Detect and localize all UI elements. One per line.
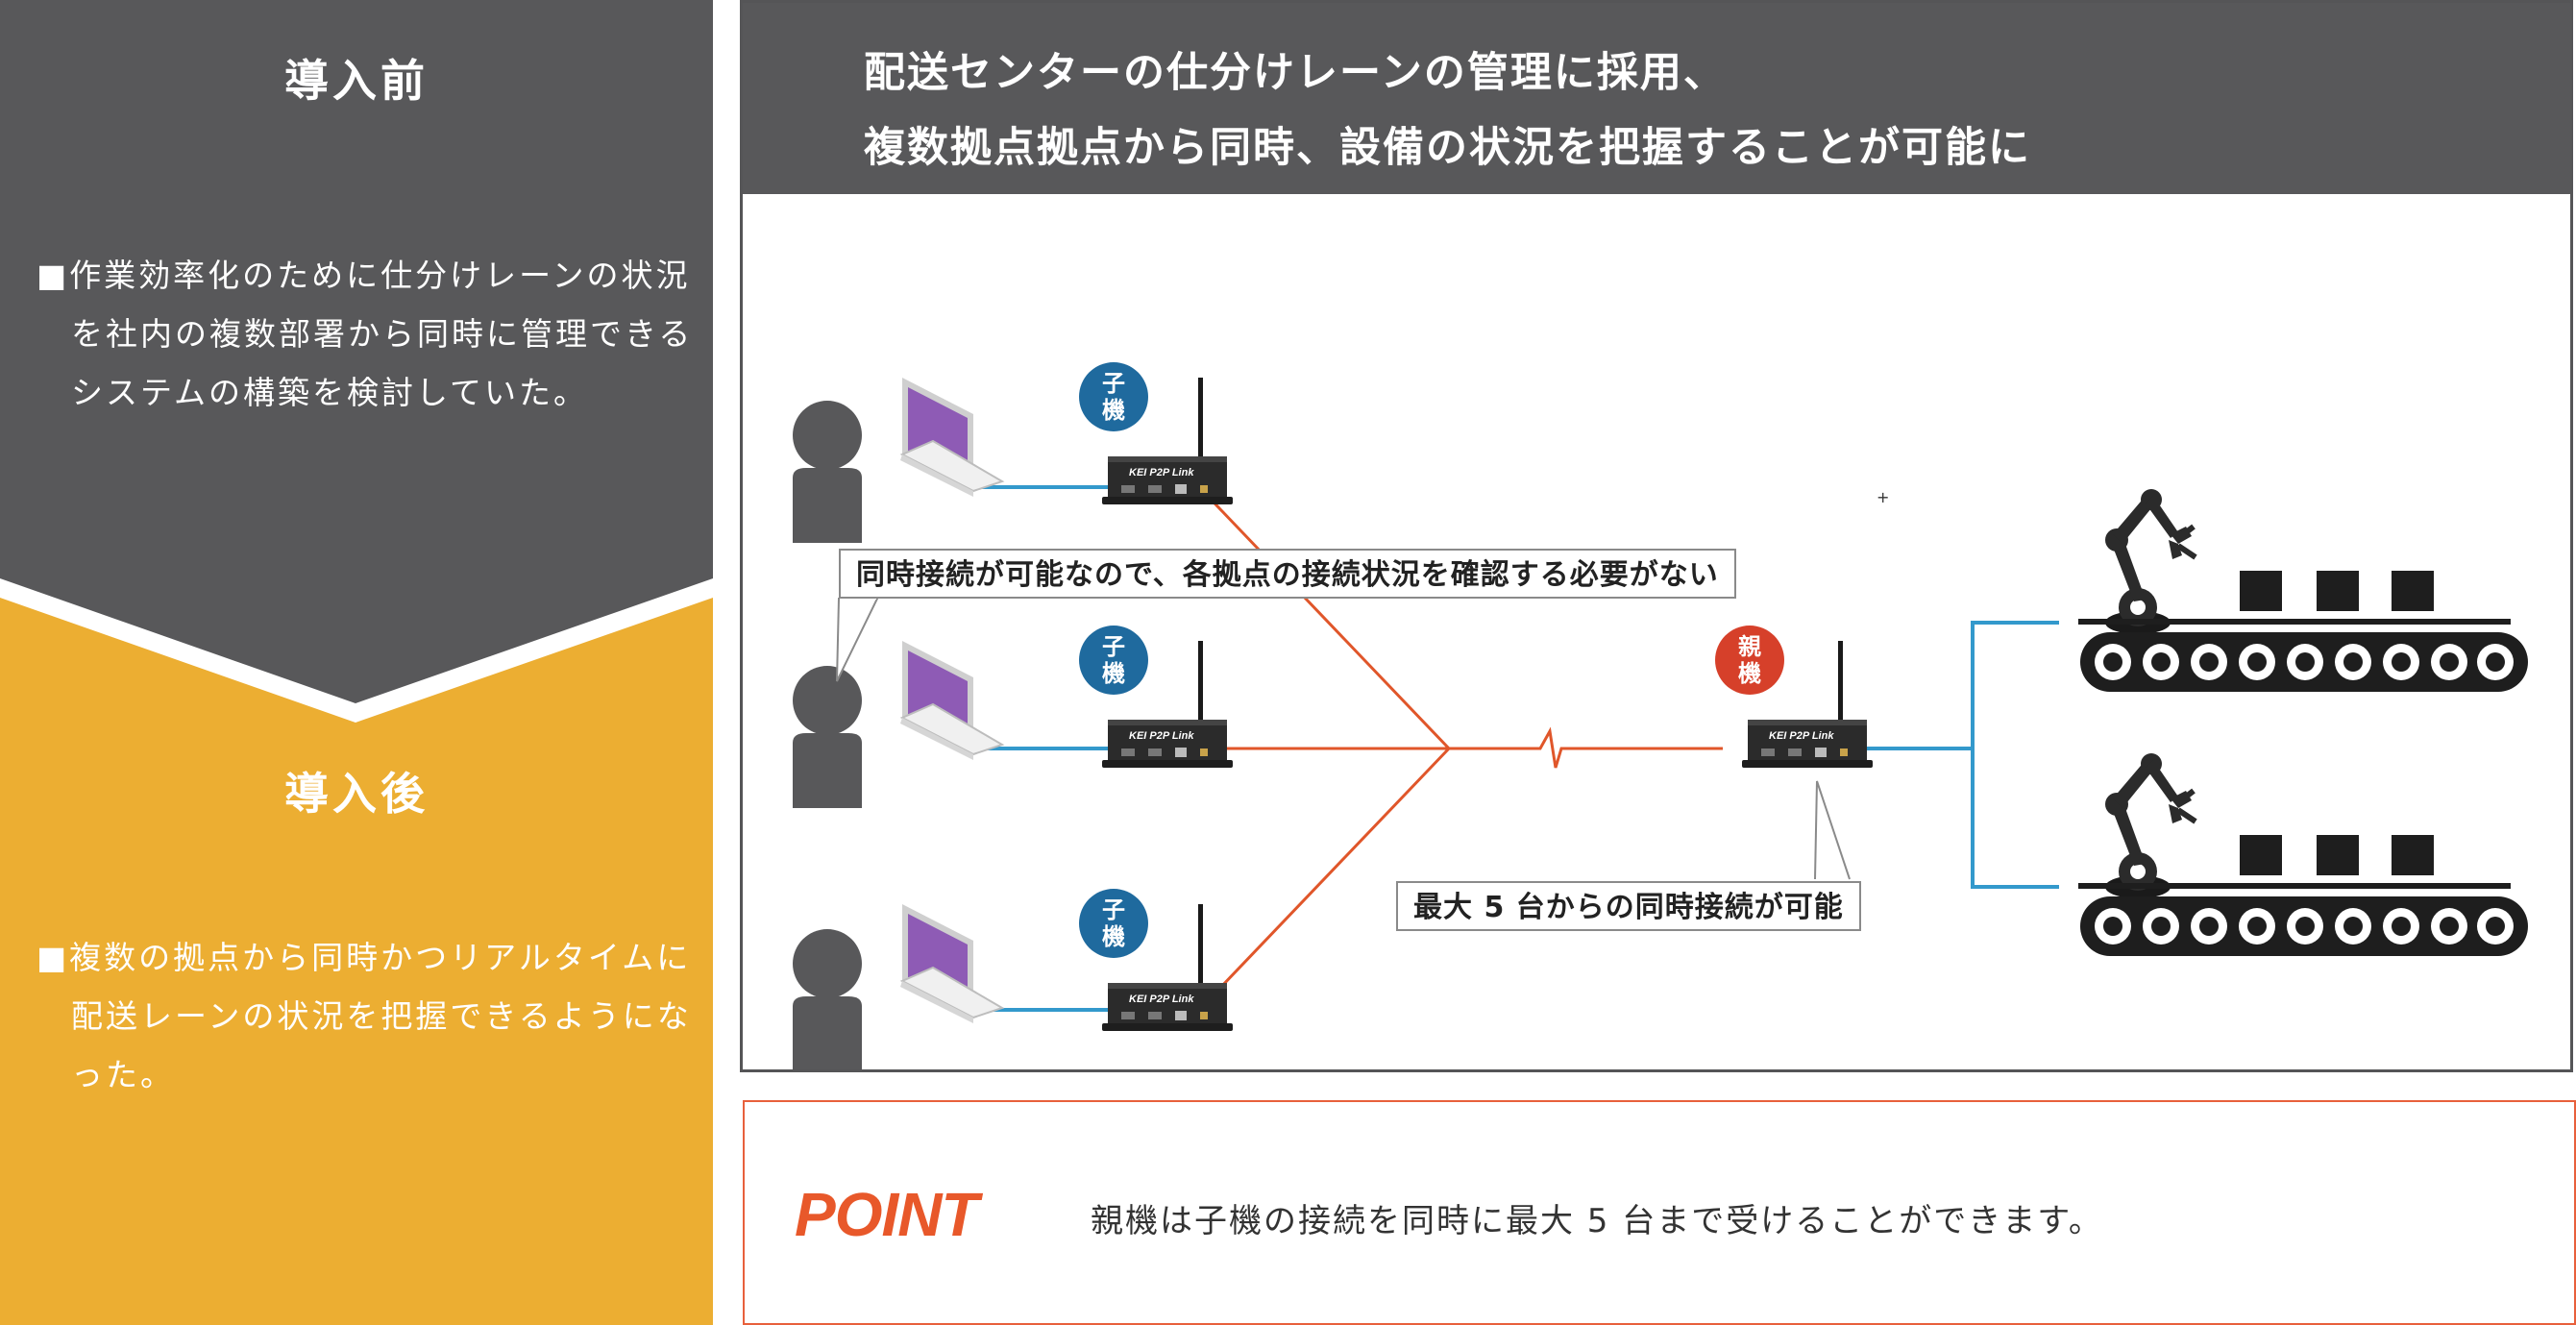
callout-pointer-max: [1814, 780, 1851, 880]
before-section-bg: [0, 0, 713, 703]
parent-badge-text-top: 親: [1738, 633, 1761, 660]
wireless-link-3: [1197, 747, 1451, 1012]
robot-arm-icon: [2078, 753, 2528, 956]
laptop-icon: [899, 903, 1003, 1024]
child-badge: 子 機: [1079, 362, 1148, 431]
section-divider: [0, 581, 713, 721]
child-badge: 子 機: [1079, 889, 1148, 958]
lan-link-factory-upper: [1971, 621, 2059, 889]
diagram-title-line2: 複数拠点拠点から同時、設備の状況を把握することが可能に: [864, 124, 2031, 172]
callout-simultaneous: 同時接続が可能なので、各拠点の接続状況を確認する必要がない: [839, 549, 1736, 599]
cross-mark: +: [1877, 488, 1889, 506]
left-panel: 導入前 ■作業効率化のために仕分けレーンの状況を社内の複数部署から同時に管理でき…: [0, 0, 713, 1325]
left-panel-background: [0, 0, 713, 1325]
laptop-icon: [899, 377, 1003, 498]
laptop-icon: [899, 640, 1003, 761]
child-badge-text-bottom: 機: [1102, 660, 1125, 687]
callout-pointer-simultaneous: [836, 598, 879, 682]
diagram-frame: 配送センターの仕分けレーンの管理に採用、 複数拠点拠点から同時、設備の状況を把握…: [740, 0, 2573, 1072]
parent-badge-text-bottom: 機: [1738, 660, 1761, 687]
wireless-link-main: [1449, 726, 1723, 769]
network-diagram: KEI P2P Link: [793, 362, 2570, 1069]
after-description: ■複数の拠点から同時かつリアルタイムに配送レーンの状況を把握できるようになった。: [37, 939, 692, 1093]
before-description: ■作業効率化のために仕分けレーンの状況を社内の複数部署から同時に管理できるシステ…: [37, 257, 694, 411]
user-icon: [793, 929, 862, 1069]
child-badge-text-bottom: 機: [1102, 397, 1125, 424]
wireless-link-1: [1197, 485, 1451, 750]
robot-arm-icon: [2078, 489, 2528, 692]
child-badge-text-top: 子: [1102, 896, 1125, 923]
child-badge-text-top: 子: [1102, 370, 1125, 397]
point-box: POINT 親機は子機の接続を同時に最大 5 台まで受けることができます。: [743, 1100, 2576, 1325]
point-text: 親機は子機の接続を同時に最大 5 台まで受けることができます。: [1091, 1202, 2103, 1240]
after-heading: 導入後: [284, 768, 429, 820]
child-badge: 子 機: [1079, 626, 1148, 695]
wireless-links: [1197, 485, 1723, 1012]
diagram-title-line1: 配送センターの仕分けレーンの管理に採用、: [864, 49, 1727, 97]
callout-max-connections: 最大 5 台からの同時接続が可能: [1396, 881, 1861, 931]
diagram-header: 配送センターの仕分けレーンの管理に採用、 複数拠点拠点から同時、設備の状況を把握…: [743, 3, 2570, 194]
before-heading: 導入前: [284, 55, 429, 107]
parent-badge: 親 機: [1715, 626, 1784, 695]
after-section-bg: [0, 598, 713, 1325]
point-label: POINT: [795, 1180, 979, 1249]
user-icon: [793, 666, 862, 808]
child-badge-text-top: 子: [1102, 633, 1125, 660]
user-icon: [793, 401, 862, 543]
child-badge-text-bottom: 機: [1102, 923, 1125, 950]
